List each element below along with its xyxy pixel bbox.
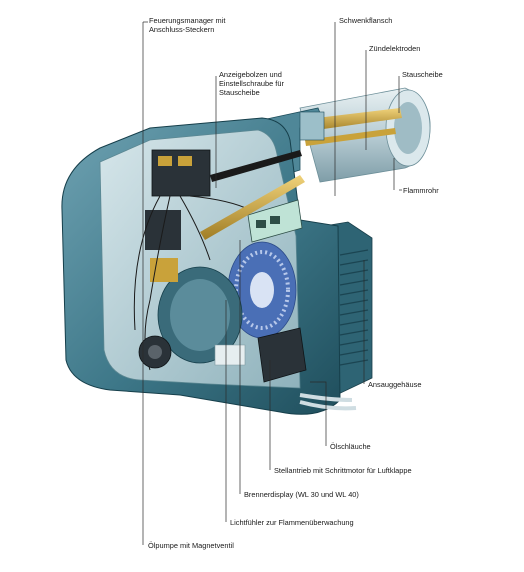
flame-tube [299,87,431,183]
leader-lines [142,21,402,545]
label-lichtfuehler: Lichtfühler zur Flammenüberwachung [230,518,354,527]
label-zuendelektroden: Zündelektroden [369,44,421,53]
label-flammrohr: Flammrohr [403,186,439,195]
oil-pump [138,335,172,369]
label-schwenkflansch: Schwenkflansch [339,16,393,25]
motor [157,266,246,366]
label-oelpumpe: Ölpumpe mit Magnetventil [148,541,234,550]
oil-hoses [299,393,357,411]
nozzle-rod [200,150,305,240]
label-ansauggehaeuse: Ansauggehäuse [368,380,422,389]
label-anzeigebolzen: Anzeigebolzen und Einstellschraube für S… [219,70,284,97]
label-stauscheibe: Stauscheibe [402,70,443,79]
label-brennerdisplay: Brennerdisplay (WL 30 und WL 40) [244,490,359,499]
label-oelschlaeuche: Ölschläuche [330,442,371,451]
label-stellantrieb: Stellantrieb mit Schrittmotor für Luftkl… [274,466,412,475]
label-feuerungsmanager: Feuerungsmanager mit Anschluss-Steckern [149,16,226,34]
burner-display-graphic [247,199,303,243]
